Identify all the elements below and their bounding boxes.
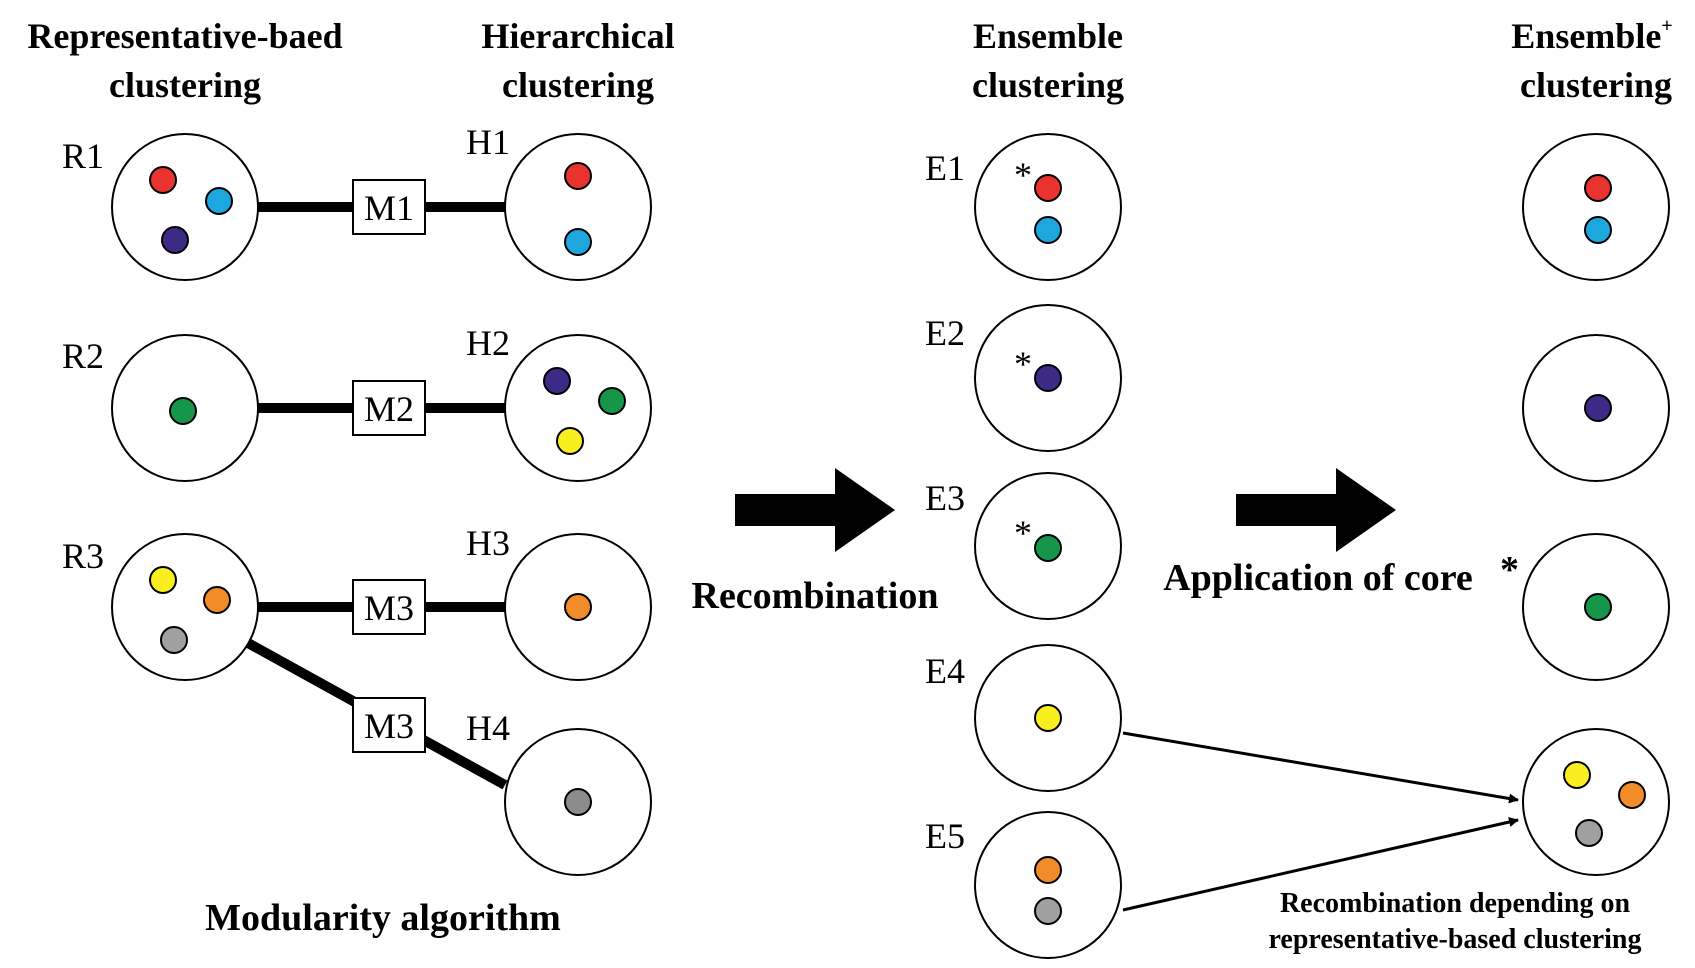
dot-blue: [1584, 216, 1612, 244]
header-ensemble-plus-line2: clustering: [1520, 65, 1672, 105]
application-star: *: [1500, 549, 1519, 591]
header-ensemble-line1: Ensemble: [973, 16, 1123, 56]
module-box-m2: [352, 380, 426, 436]
label-r1: R1: [62, 136, 104, 176]
dot-gray: [160, 626, 188, 654]
header-representative-line1: Representative-baed: [27, 16, 342, 56]
dot-green: [1584, 593, 1612, 621]
dot-purple: [1034, 364, 1062, 392]
recombination-label: Recombination: [692, 575, 939, 617]
cluster-circle-ep4: [1522, 728, 1670, 876]
dot-orange: [564, 593, 592, 621]
cluster-circle-e1: [974, 133, 1122, 281]
label-e2: E2: [925, 313, 965, 353]
dot-yellow: [1034, 704, 1062, 732]
dot-green: [1034, 534, 1062, 562]
label-h2: H2: [466, 323, 510, 363]
header-ensemble-plus-text: Ensemble: [1511, 16, 1661, 56]
core-star-e2: *: [1014, 344, 1032, 384]
module-box-m3b: [352, 697, 426, 753]
dot-yellow: [1563, 761, 1591, 789]
dot-red: [564, 162, 592, 190]
module-label-m2: M2: [364, 389, 414, 429]
dot-yellow: [556, 427, 584, 455]
dot-blue: [564, 228, 592, 256]
recomb-depending-line1: Recombination depending on: [1280, 888, 1630, 919]
cluster-circle-e5: [974, 811, 1122, 959]
cluster-circle-h2: [504, 334, 652, 482]
header-ensemble-line2: clustering: [972, 65, 1124, 105]
module-label-m3b: M3: [364, 706, 414, 746]
dot-purple: [1584, 394, 1612, 422]
header-ensemble-plus-sup: +: [1661, 15, 1672, 37]
header-hierarchical-line1: Hierarchical: [481, 16, 674, 56]
dot-gray: [1034, 897, 1062, 925]
label-h3: H3: [466, 523, 510, 563]
dot-yellow: [149, 566, 177, 594]
label-e5: E5: [925, 816, 965, 856]
dot-blue: [205, 187, 233, 215]
label-e4: E4: [925, 651, 965, 691]
module-box-m3a: [352, 579, 426, 635]
label-r2: R2: [62, 336, 104, 376]
dot-green: [598, 387, 626, 415]
module-box-m1: [352, 179, 426, 235]
modularity-label: Modularity algorithm: [205, 897, 561, 939]
dot-orange: [1618, 781, 1646, 809]
header-hierarchical-line2: clustering: [502, 65, 654, 105]
cluster-circle-r3: [111, 533, 259, 681]
dot-gray: [564, 788, 592, 816]
cluster-circle-h1: [504, 133, 652, 281]
module-label-m1: M1: [364, 188, 414, 228]
recomb-depending-line2: representative-based clustering: [1268, 924, 1641, 955]
core-star-e3: *: [1014, 513, 1032, 553]
dot-orange: [203, 586, 231, 614]
dot-blue: [1034, 216, 1062, 244]
dot-orange: [1034, 856, 1062, 884]
label-e3: E3: [925, 478, 965, 518]
application-arrow: [1236, 468, 1396, 552]
cluster-circle-r1: [111, 133, 259, 281]
label-r3: R3: [62, 536, 104, 576]
recombination-arrow: [735, 468, 895, 552]
cluster-circle-ep1: [1522, 133, 1670, 281]
label-h4: H4: [466, 708, 510, 748]
header-ensemble-plus-line1: Ensemble+: [1511, 15, 1672, 56]
header-representative-line2: clustering: [109, 65, 261, 105]
dot-gray: [1575, 819, 1603, 847]
label-h1: H1: [466, 122, 510, 162]
module-label-m3a: M3: [364, 588, 414, 628]
arrow-e5-to-ep4: [1122, 817, 1519, 912]
dot-green: [169, 397, 197, 425]
dot-red: [149, 166, 177, 194]
arrow-e4-to-ep4: [1122, 731, 1519, 804]
application-label: Application of core: [1163, 557, 1473, 599]
dot-purple: [161, 226, 189, 254]
core-star-e1: *: [1014, 155, 1032, 195]
dot-red: [1034, 174, 1062, 202]
dot-purple: [543, 367, 571, 395]
label-e1: E1: [925, 148, 965, 188]
dot-red: [1584, 174, 1612, 202]
